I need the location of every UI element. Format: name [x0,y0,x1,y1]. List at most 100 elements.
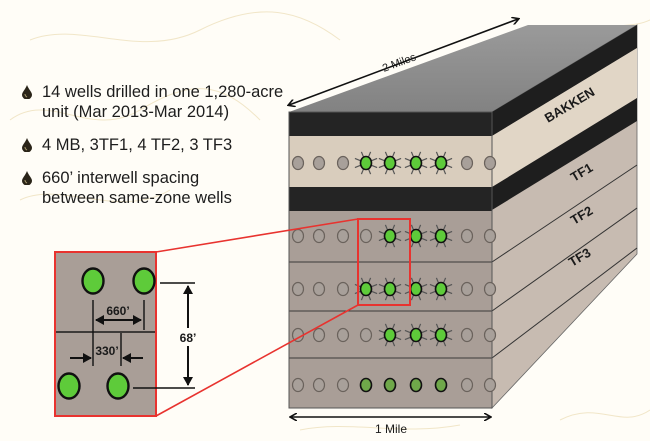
active-well [409,228,423,244]
fracture-line [421,290,428,295]
inactive-well-slot [291,155,305,171]
fracture-line [446,230,453,235]
fracture-line [371,290,378,295]
inactive-well-slot [291,377,305,393]
fracture-line [395,290,402,295]
side-divider [491,207,638,312]
bullet-text: 4 MB, 3TF1, 4 TF2, 3 TF3 [42,136,233,154]
front-bakken-lower [289,187,492,211]
offset-330-label: 330’ [95,344,118,358]
fracture-line [446,283,453,288]
fracture-line [446,329,453,334]
fracture-line [429,290,436,295]
fracture-line [404,336,411,341]
fracture-line [378,336,385,341]
fracture-line [378,329,385,334]
fracture-line [446,336,453,341]
fracture-line [421,336,428,341]
fracture-line [421,329,428,334]
bullet-list: 14 wells drilled in one 1,280-acre unit … [18,82,298,221]
fracture-line [421,283,428,288]
fracture-line [404,164,411,169]
inactive-well-slot [291,281,305,297]
front-bakken-upper [289,112,492,136]
fracture-line [395,164,402,169]
fracture-line [429,164,436,169]
fracture-line [395,329,402,334]
side-divider [491,247,638,359]
fracture-line [446,237,453,242]
inactive-well-slot [312,228,326,244]
bullet-text: between same-zone wells [42,189,232,207]
oil-drop-icon [22,85,32,99]
active-well [434,281,448,297]
two-miles-arrow [289,19,518,105]
active-well [383,327,397,343]
inactive-well-slot [336,155,350,171]
fracture-line [378,237,385,242]
active-well [359,281,373,297]
inactive-well-slot [483,228,497,244]
inactive-well-slot [359,228,373,244]
fracture-line [378,283,385,288]
inactive-well-slot [460,281,474,297]
inactive-well-slot [460,377,474,393]
fracture-line [378,164,385,169]
inactive-well-slot [483,327,497,343]
fracture-line [378,157,385,162]
active-well [359,155,373,171]
bullet-item: 14 wells drilled in one 1,280-acre unit … [18,82,298,122]
inset-well [81,267,105,295]
oil-drop-icon [22,171,32,185]
wells-layer [291,151,497,393]
active-well [409,281,423,297]
inset-well [132,267,156,295]
fracture-line [395,336,402,341]
active-well [434,228,448,244]
fracture-line [378,290,385,295]
inactive-well-slot [483,155,497,171]
fracture-line [395,157,402,162]
fracture-line [421,230,428,235]
fracture-line [429,283,436,288]
fracture-line [404,157,411,162]
inset-well [57,372,81,400]
active-well [434,155,448,171]
inactive-well-slot [312,377,326,393]
fracture-line [354,157,361,162]
fracture-line [371,164,378,169]
active-well [409,155,423,171]
active-well [359,377,373,393]
inactive-well-slot [336,377,350,393]
fracture-line [404,329,411,334]
inactive-well-slot [336,281,350,297]
highlight-box [357,218,411,306]
active-well [383,377,397,393]
zoom-connector-line [155,218,359,253]
inactive-well-slot [312,155,326,171]
side-divider [491,164,638,263]
active-well [383,228,397,244]
fracture-line [429,237,436,242]
fracture-line [395,237,402,242]
bullet-text: unit (Mar 2013-Mar 2014) [42,103,230,121]
bullet-text: 660’ interwell spacing [42,169,200,187]
bullet-item: 4 MB, 3TF1, 4 TF2, 3 TF3 [18,135,298,155]
inactive-well-slot [336,327,350,343]
inactive-well-slot [460,155,474,171]
fracture-line [354,164,361,169]
inactive-well-slot [312,281,326,297]
fracture-line [446,290,453,295]
inactive-well-slot [359,327,373,343]
active-well [383,155,397,171]
fracture-line [446,157,453,162]
fracture-line [421,164,428,169]
fracture-line [371,157,378,162]
fracture-line [421,157,428,162]
fracture-line [378,230,385,235]
zoom-connector-line [155,304,359,417]
inactive-well-slot [460,228,474,244]
inactive-well-slot [336,228,350,244]
fracture-line [395,283,402,288]
